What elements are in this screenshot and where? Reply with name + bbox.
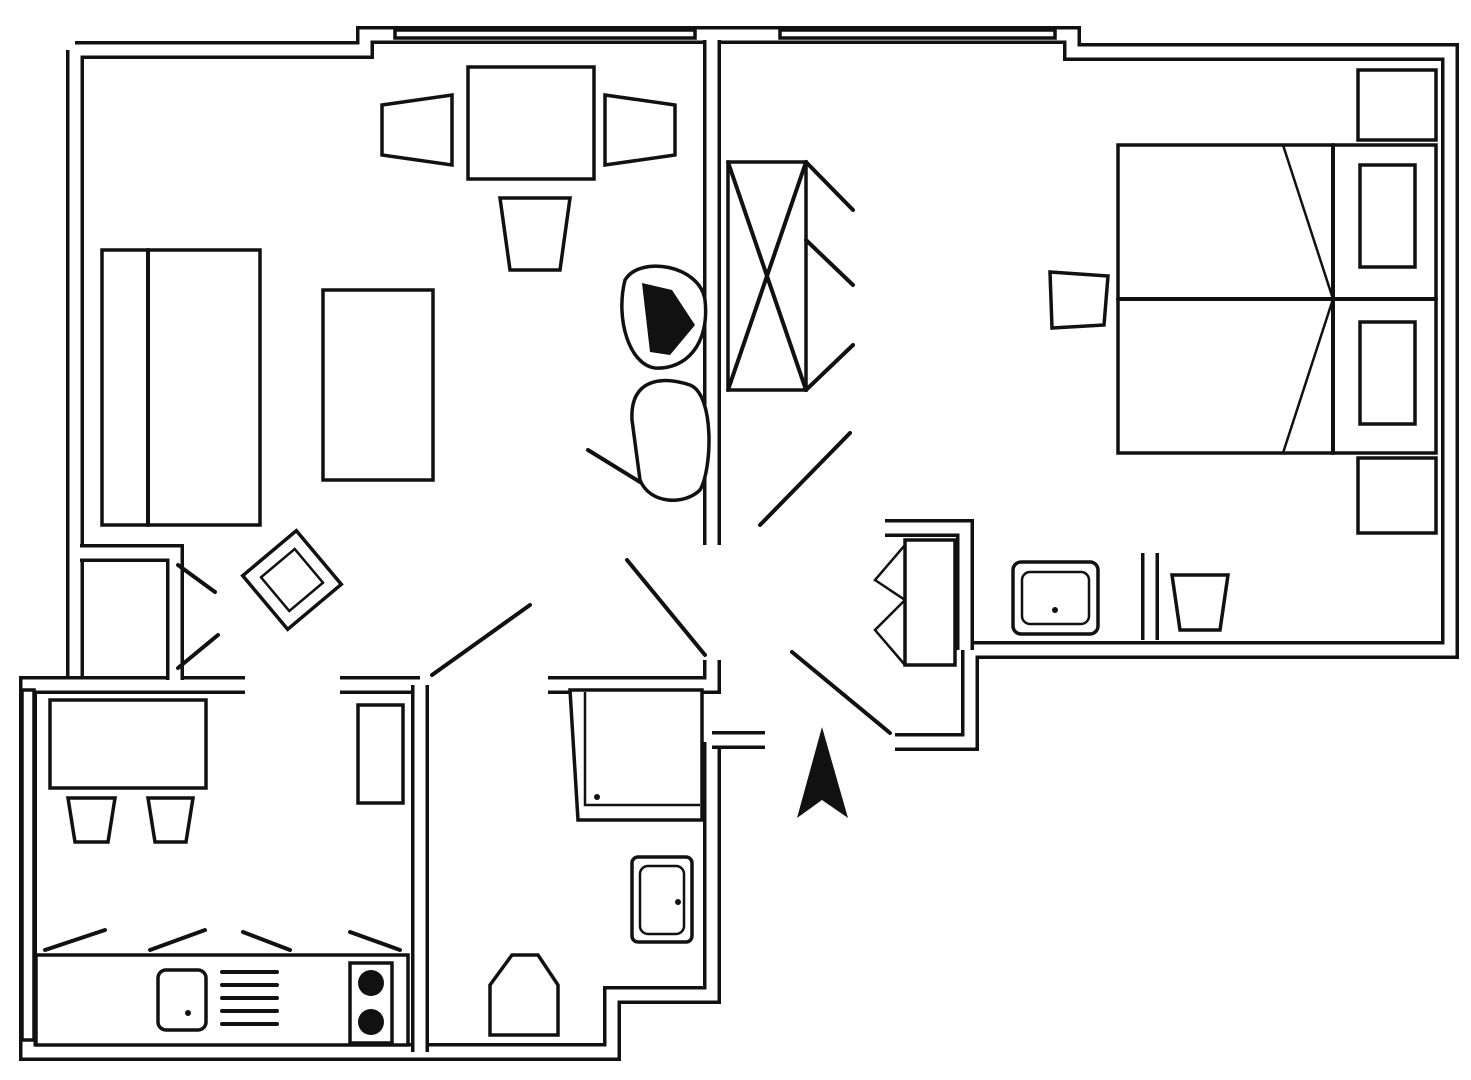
cabinet-door <box>148 928 207 952</box>
chair <box>497 196 573 272</box>
coffee-table <box>321 288 435 482</box>
cabinet-door <box>241 930 292 952</box>
chair <box>380 92 454 168</box>
walls <box>19 26 1459 1061</box>
dining-table <box>466 65 596 181</box>
bathroom-sink <box>630 855 694 944</box>
plant <box>642 283 695 355</box>
waste-bin <box>1169 573 1231 632</box>
kitchen-sink <box>156 968 208 1032</box>
door-storage <box>176 633 220 670</box>
window-top-right <box>778 28 1057 40</box>
nightstand <box>1356 68 1438 142</box>
door-bathroom <box>625 558 707 657</box>
drainboard <box>220 970 279 1026</box>
door-swing <box>758 431 852 527</box>
bathroom-furniture <box>488 688 704 1037</box>
sofa <box>100 248 262 527</box>
door-storage <box>176 563 217 594</box>
door-entrance <box>790 650 892 735</box>
wall-storage <box>80 544 184 680</box>
chair <box>603 92 677 168</box>
doors <box>176 558 892 735</box>
chair <box>65 796 118 844</box>
bedroom-chair <box>1048 270 1110 330</box>
pillow <box>1358 163 1417 269</box>
armchair <box>240 528 344 632</box>
chair <box>145 796 196 844</box>
wardrobe-door <box>804 160 855 212</box>
closet <box>903 538 957 667</box>
cabinet-door <box>348 930 402 952</box>
shower <box>568 688 704 822</box>
door-swing <box>586 448 642 484</box>
burner <box>358 1009 384 1035</box>
pillow <box>1358 320 1417 426</box>
fridge <box>356 703 405 805</box>
burner <box>358 970 384 996</box>
north-arrow-icon <box>797 727 848 818</box>
wardrobe-door <box>804 343 855 392</box>
cabinet-door <box>43 928 107 952</box>
door-kitchen <box>430 603 532 677</box>
nightstand <box>1356 456 1438 535</box>
armchair-round <box>630 378 711 502</box>
kitchen-table <box>48 698 208 790</box>
closet-doors <box>873 544 907 666</box>
wardrobe-door <box>804 238 855 287</box>
bedroom-furniture <box>873 68 1438 667</box>
window-top-left <box>393 28 697 40</box>
wardrobe-cross <box>726 160 808 392</box>
duvet-fold <box>1281 144 1335 454</box>
toilet <box>488 953 560 1037</box>
kitchen-furniture <box>20 688 410 1047</box>
washbasin <box>1011 560 1100 636</box>
window-side <box>20 688 36 1042</box>
living-room-furniture <box>100 65 855 632</box>
